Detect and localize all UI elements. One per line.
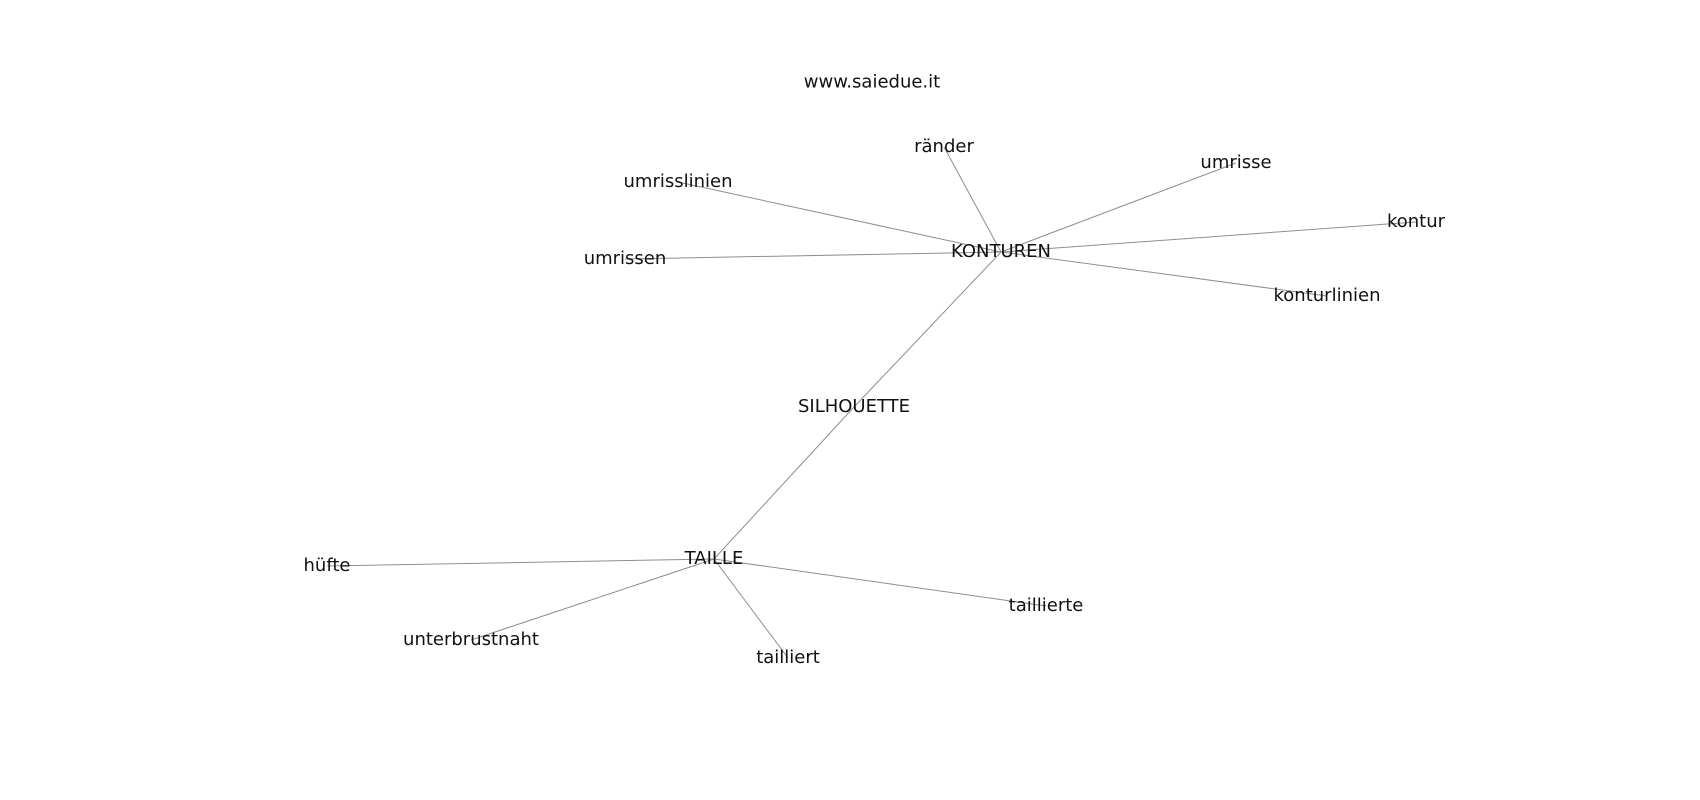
graph-edge-konturen-raender — [943, 146, 1002, 253]
graph-node-label-silhouette: SILHOUETTE — [797, 396, 911, 418]
graph-node-label-umrisslinien: umrisslinien — [623, 171, 733, 193]
graph-node-label-unterbrustnaht: unterbrustnaht — [403, 629, 539, 651]
watermark-text: www.saiedue.it — [803, 71, 941, 93]
graph-edge-konturen-umrisslinien — [677, 181, 1002, 253]
graph-node-label-taillierte: taillierte — [1008, 595, 1084, 617]
graph-edge-taille-huefte — [326, 558, 715, 567]
graph-node-label-umrisse: umrisse — [1200, 152, 1272, 174]
graph-edge-taille-tailliert — [713, 558, 789, 659]
graph-edge-konturen-umrissen — [624, 251, 1002, 260]
graph-edge-konturen-umrisse — [1000, 162, 1237, 253]
graph-node-label-konturlinien: konturlinien — [1273, 285, 1381, 307]
graph-edge-taille-unterbrustnaht — [470, 558, 715, 641]
graph-node-label-konturen: KONTUREN — [951, 241, 1051, 263]
graph-edge-taille-taillierte — [713, 558, 1047, 607]
graph-node-label-umrissen: umrissen — [583, 248, 667, 270]
graph-node-label-raender: ränder — [914, 136, 974, 158]
graph-node-label-kontur: kontur — [1386, 211, 1446, 233]
graph-node-label-tailliert: tailliert — [756, 647, 820, 669]
graph-edge-konturen-silhouette — [853, 251, 1002, 408]
graph-edge-konturen-kontur — [1000, 221, 1417, 253]
graph-edge-silhouette-taille — [713, 406, 855, 560]
graph-node-label-taille: TAILLE — [684, 548, 744, 570]
graph-node-label-huefte: hüfte — [303, 555, 351, 577]
graph-edge-konturen-konturlinien — [1000, 251, 1328, 297]
